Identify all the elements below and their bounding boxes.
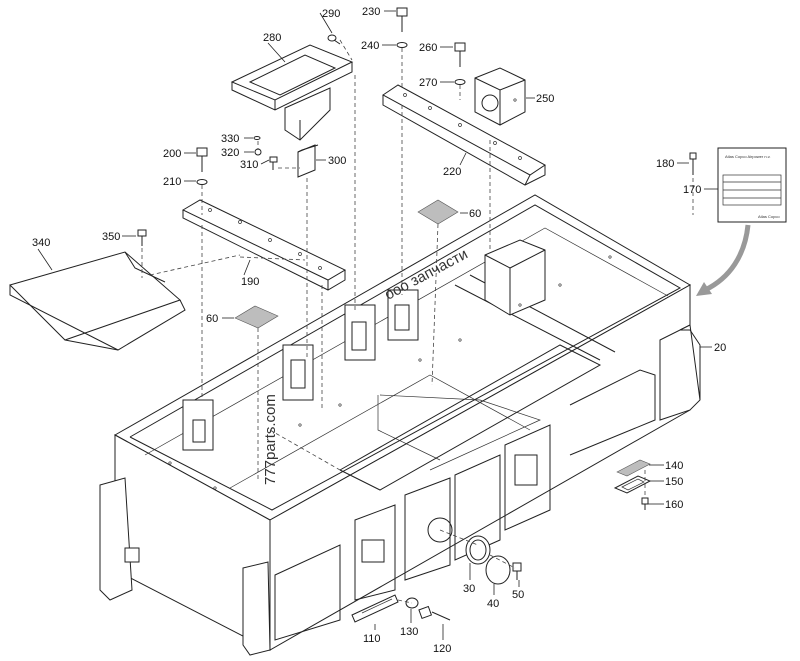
callout-230: 230: [362, 6, 380, 18]
callout-330: 330: [221, 133, 239, 145]
part-60-pad-right: [417, 199, 459, 225]
part-40-cover: [485, 555, 511, 585]
decal-location-arrow: [696, 224, 751, 296]
callout-300: 300: [328, 155, 346, 167]
frame-base: [99, 194, 701, 656]
callout-240: 240: [361, 40, 379, 52]
callout-180: 180: [656, 158, 674, 170]
callout-160: 160: [665, 499, 683, 511]
part-260-bolt: [454, 42, 466, 67]
part-290-screw: [327, 34, 341, 45]
callout-340: 340: [32, 237, 50, 249]
part-310-screw: [269, 156, 278, 170]
assembly-lines: [141, 39, 694, 604]
leader-lines: [37, 10, 718, 640]
part-120-bolt: [418, 605, 451, 621]
part-300-plate: [297, 144, 319, 178]
part-50-screw: [512, 562, 522, 580]
callout-270: 270: [419, 77, 437, 89]
callout-200: 200: [163, 148, 181, 160]
part-340-tray: [9, 251, 186, 351]
callout-260: 260: [419, 42, 437, 54]
part-30-ring: [465, 535, 491, 565]
part-280-bracket: [230, 44, 354, 141]
callout-20: 20: [714, 342, 726, 354]
part-250-housing: [474, 67, 526, 126]
decal-footer-text: Atlas Copco: [758, 214, 780, 219]
callout-190: 190: [241, 276, 259, 288]
part-350-bolt: [137, 229, 147, 246]
decal-header-text: Atlas Copco Airpower n.v.: [725, 154, 771, 159]
callout-320: 320: [221, 147, 239, 159]
callout-120: 120: [433, 643, 451, 655]
callout-170: 170: [683, 184, 701, 196]
callout-250: 250: [536, 93, 554, 105]
callout-290: 290: [322, 8, 340, 20]
watermark-777parts: 777parts.com: [262, 394, 279, 485]
callout-40: 40: [487, 598, 499, 610]
part-60-pad-left: [234, 305, 279, 329]
part-110-pin: [351, 594, 399, 623]
part-240-washer: [396, 42, 408, 48]
callout-150: 150: [665, 476, 683, 488]
callout-30: 30: [463, 583, 475, 595]
part-160-screw: [641, 497, 649, 510]
part-270-washer: [454, 79, 466, 85]
part-200-bolt: [196, 147, 208, 172]
part-210-washer: [196, 179, 208, 185]
callout-210: 210: [163, 176, 181, 188]
part-190-bracket: [181, 199, 347, 291]
callout-140: 140: [665, 460, 683, 472]
part-140-pad: [616, 459, 651, 477]
callout-110: 110: [363, 633, 381, 645]
part-330-washer: [253, 136, 261, 140]
callout-220: 220: [443, 166, 461, 178]
part-170-decal: Atlas Copco Airpower n.v. Atlas Copco: [717, 147, 787, 223]
part-180-bolt: [689, 152, 697, 175]
callout-60-right: 60: [469, 208, 481, 220]
callout-280: 280: [263, 32, 281, 44]
callout-310: 310: [240, 159, 258, 171]
callout-50: 50: [512, 589, 524, 601]
part-230-bolt: [396, 7, 408, 32]
callout-130: 130: [400, 626, 418, 638]
part-220-bracket: [382, 84, 546, 186]
callout-350: 350: [102, 231, 120, 243]
callout-60-left: 60: [206, 313, 218, 325]
